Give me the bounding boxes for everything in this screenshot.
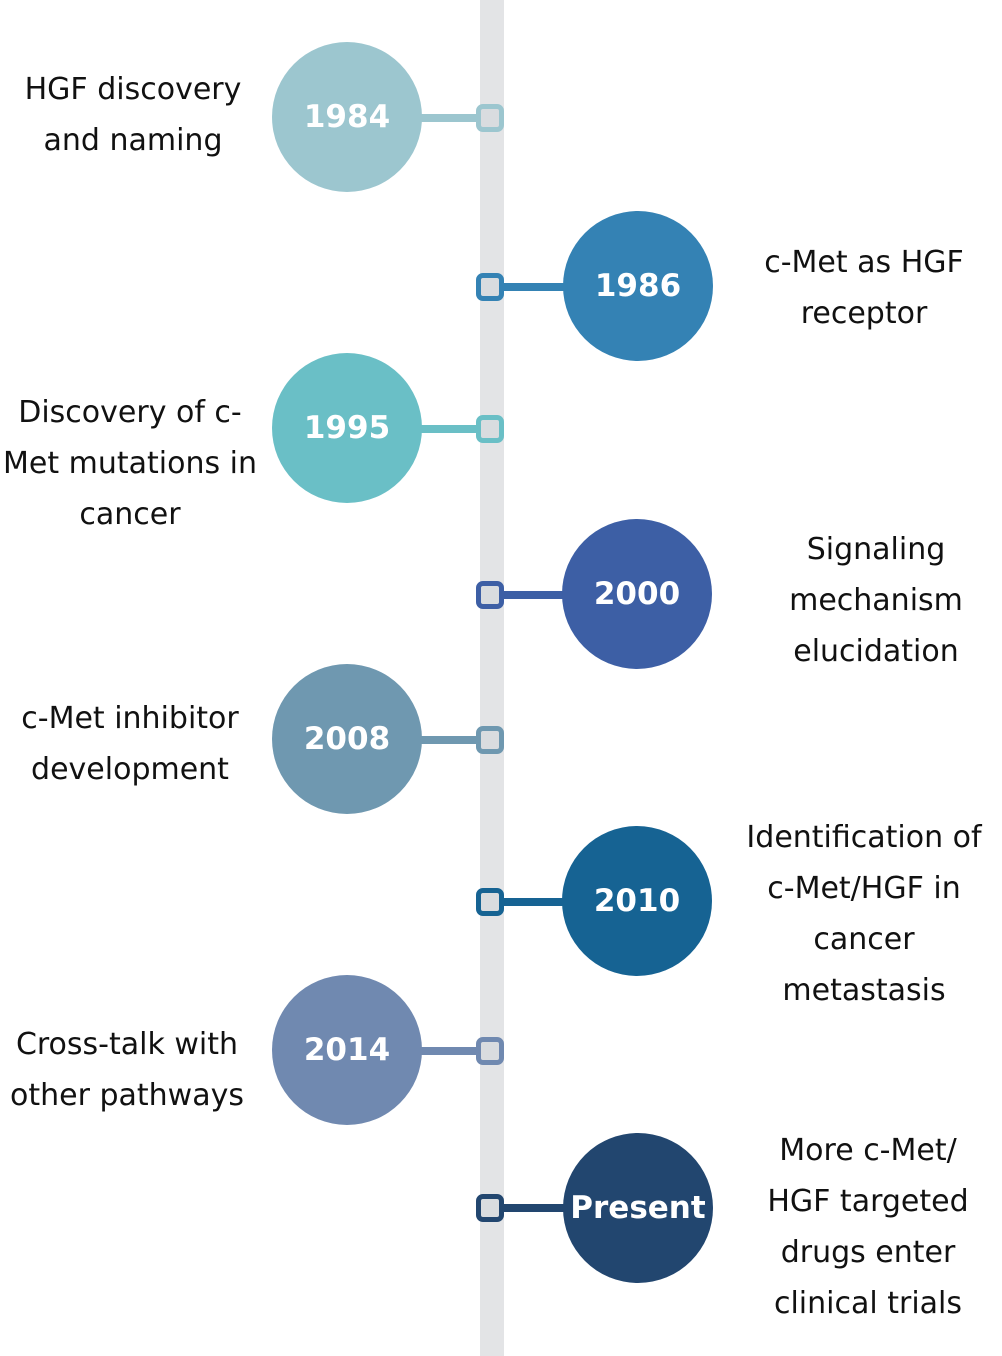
- year-circle-2008: 2008: [272, 664, 422, 814]
- connector-2010: [495, 898, 575, 906]
- year-label-1995: 1995: [303, 410, 391, 446]
- year-circle-2014: 2014: [272, 975, 422, 1125]
- year-label-1984: 1984: [303, 99, 391, 135]
- connector-1995: [410, 425, 490, 433]
- connector-2000: [495, 591, 575, 599]
- event-label-2008: c-Met inhibitor development: [21, 701, 239, 787]
- event-label-2010: Identification of c-Met/HGF in cancer me…: [746, 820, 982, 1008]
- event-label-2014: Cross-talk with other pathways: [10, 1027, 244, 1113]
- event-label-1995: Discovery of c- Met mutations in cancer: [2, 395, 257, 532]
- year-circle-present: Present: [563, 1133, 713, 1283]
- connector-2014: [410, 1047, 490, 1055]
- year-circle-1984: 1984: [272, 42, 422, 192]
- event-label-present: More c-Met/ HGF targeted drugs enter cli…: [767, 1133, 969, 1321]
- year-circle-2000: 2000: [562, 519, 712, 669]
- connector-present: [495, 1204, 575, 1212]
- connector-2008: [410, 736, 490, 744]
- year-label-1986: 1986: [594, 268, 682, 304]
- year-circle-1995: 1995: [272, 353, 422, 503]
- connector-1984: [410, 114, 490, 122]
- year-label-2010: 2010: [593, 883, 681, 919]
- year-label-2014: 2014: [303, 1032, 391, 1068]
- year-label-2000: 2000: [593, 576, 681, 612]
- event-label-2000: Signaling mechanism elucidation: [789, 532, 963, 669]
- timeline-spine: [480, 0, 504, 1356]
- connector-1986: [495, 283, 575, 291]
- year-label-present: Present: [570, 1190, 706, 1226]
- event-label-1986: c-Met as HGF receptor: [764, 245, 964, 331]
- event-label-1984: HGF discovery and naming: [24, 72, 242, 158]
- year-circle-2010: 2010: [562, 826, 712, 976]
- year-label-2008: 2008: [303, 721, 391, 757]
- year-circle-1986: 1986: [563, 211, 713, 361]
